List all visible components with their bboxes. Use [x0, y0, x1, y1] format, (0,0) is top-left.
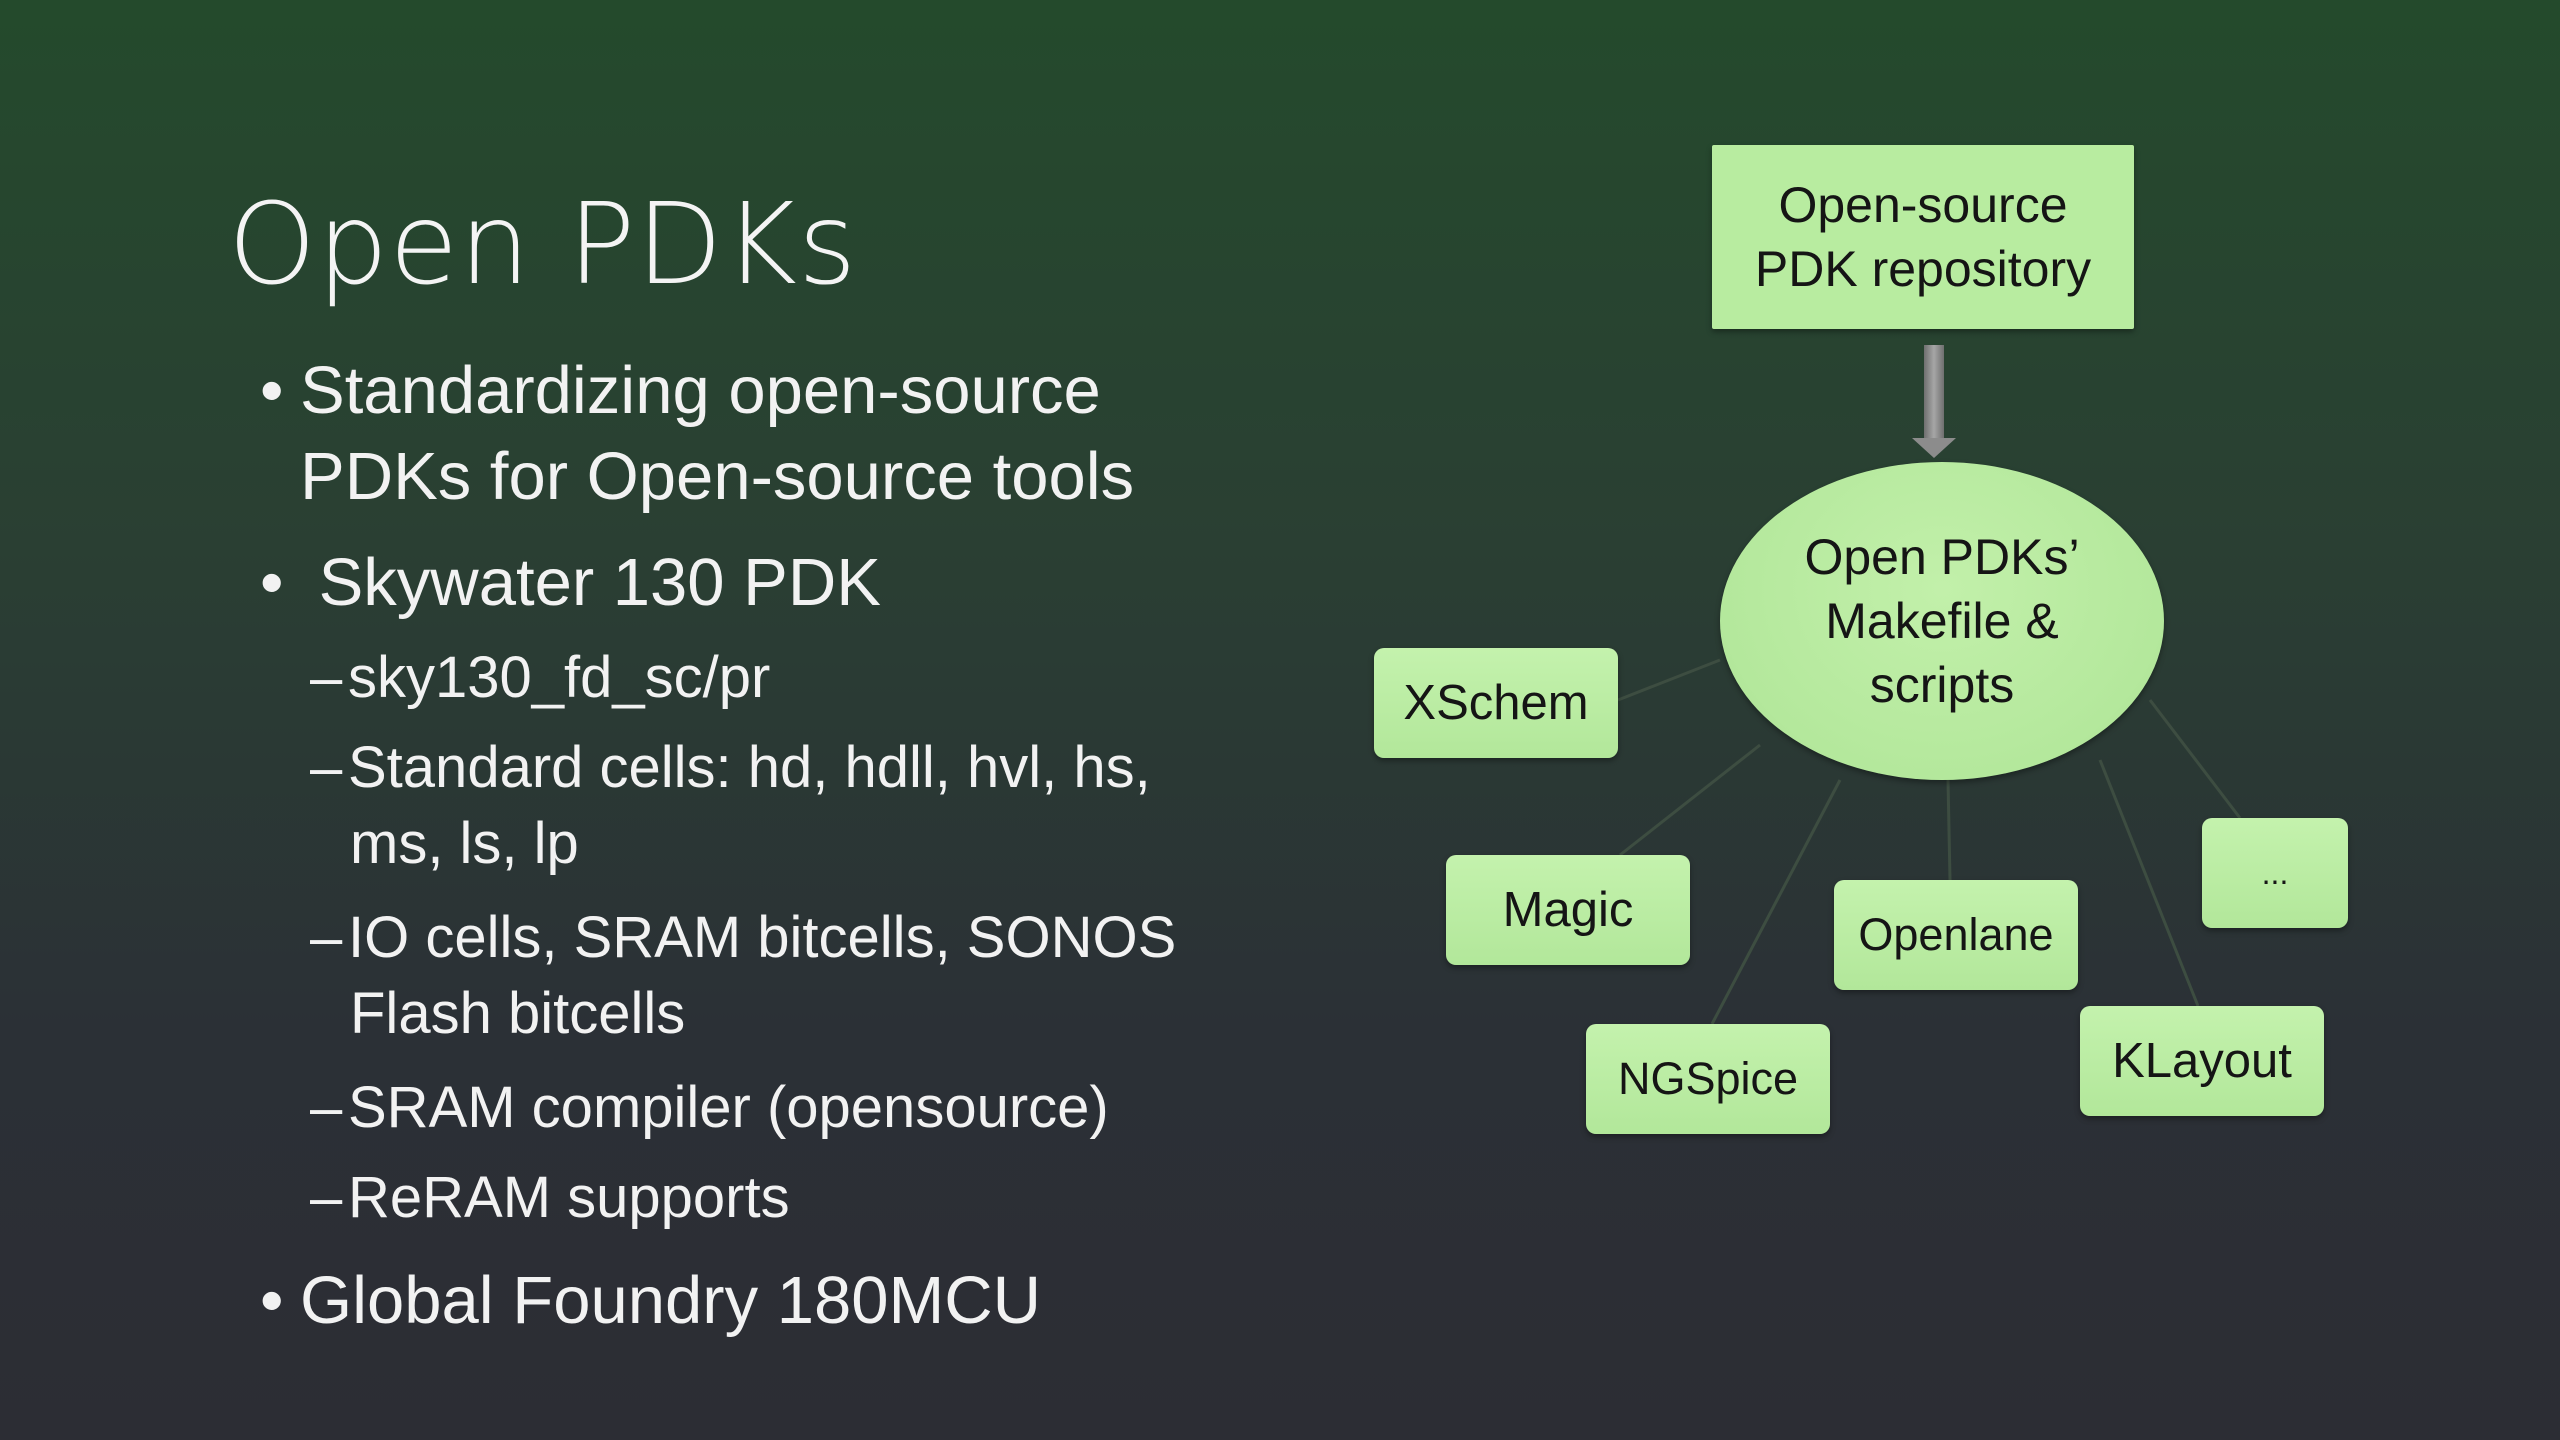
bullet-text: Standardizing open-source: [300, 353, 1101, 428]
bullet-text: Global Foundry 180MCU: [300, 1263, 1042, 1338]
repository-box: Open-source PDK repository: [1712, 145, 2134, 329]
sub-bullet-text: sky130_fd_sc/pr: [348, 645, 771, 710]
tool-box-ngspice: NGSpice: [1586, 1024, 1830, 1134]
tool-box-klayout: KLayout: [2080, 1006, 2324, 1116]
repository-label: Open-source: [1778, 177, 2068, 233]
bullet-text: PDKs for Open-source tools: [300, 439, 1135, 514]
connector-line: [1619, 743, 1761, 857]
sub-bullet-marker: –: [310, 645, 343, 710]
sub-bullet-text: Flash bitcells: [350, 981, 686, 1046]
tool-box-xschem: XSchem: [1374, 648, 1618, 758]
makefile-label: Makefile &: [1825, 593, 2059, 649]
bullet-marker: •: [260, 545, 284, 620]
connector-line: [1946, 779, 1952, 881]
connector-line: [2148, 699, 2242, 819]
connector-line: [2098, 759, 2200, 1007]
sub-bullet-text: IO cells, SRAM bitcells, SONOS: [348, 905, 1177, 970]
makefile-label: Open PDKs’: [1804, 529, 2080, 585]
makefile-ellipse: Open PDKs’ Makefile & scripts: [1720, 462, 2164, 780]
tool-box-magic: Magic: [1446, 855, 1690, 965]
sub-bullet-marker: –: [310, 1075, 343, 1140]
tool-box-more: ...: [2202, 818, 2348, 928]
sub-bullet-marker: –: [310, 905, 343, 970]
arrow-head: [1912, 438, 1956, 458]
sub-bullet-text: SRAM compiler (opensource): [348, 1075, 1109, 1140]
sub-bullet-text: ReRAM supports: [348, 1165, 790, 1230]
sub-bullet-marker: –: [310, 735, 343, 800]
repository-label: PDK repository: [1754, 241, 2092, 297]
arrow-shaft: [1924, 345, 1944, 443]
makefile-label: scripts: [1869, 657, 2015, 713]
bullet-marker: •: [260, 353, 284, 428]
sub-bullet-text: Standard cells: hd, hdll, hvl, hs,: [348, 735, 1151, 800]
tool-box-openlane: Openlane: [1834, 880, 2078, 990]
bullet-marker: •: [260, 1263, 284, 1338]
bullet-text: Skywater 130 PDK: [300, 545, 881, 620]
slide-title: Open PDKs: [228, 180, 858, 310]
connector-line: [1617, 658, 1721, 702]
connector-line: [1710, 779, 1842, 1025]
sub-bullet-text: ms, ls, lp: [350, 811, 579, 876]
sub-bullet-marker: –: [310, 1165, 343, 1230]
